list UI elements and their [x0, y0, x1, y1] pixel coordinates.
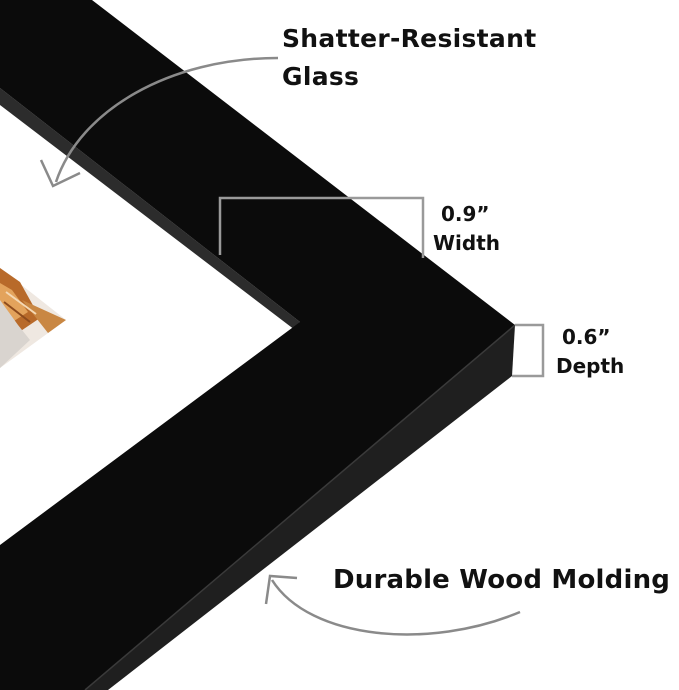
glass-label-line2: Glass [282, 62, 360, 91]
wood-molding-label: Durable Wood Molding [333, 565, 671, 595]
depth-value: 0.6” [562, 325, 611, 349]
mat-board [0, 105, 300, 545]
depth-label: Depth [556, 354, 625, 378]
frame-edge-highlight [84, 324, 516, 690]
width-label: Width [433, 231, 501, 255]
wood-arrow-icon [264, 574, 521, 636]
glass-label-line1: Shatter-Resistant [282, 24, 537, 53]
frame-face [0, 0, 515, 690]
photo-thumbnail [0, 268, 66, 368]
glass-arrow-icon [39, 56, 279, 188]
frame-inner-edge [0, 88, 300, 330]
width-bracket-icon [218, 196, 425, 258]
depth-bracket-icon [512, 323, 545, 378]
width-value: 0.9” [441, 202, 490, 226]
